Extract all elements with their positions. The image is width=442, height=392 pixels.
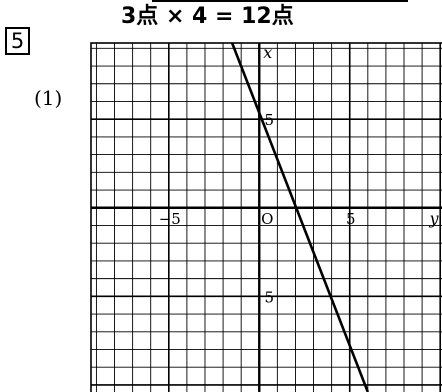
series-group [230, 42, 370, 392]
grid-minor-lines [91, 43, 442, 392]
tick-label-horizontal: 5 [346, 210, 356, 228]
part-label: (1) [34, 86, 63, 110]
graph-border [90, 42, 442, 392]
tick-label-vertical: 5 [264, 288, 274, 306]
origin-label: O [261, 210, 273, 228]
grid-major-lines [91, 43, 442, 392]
score-rule [152, 0, 408, 2]
tick-label-vertical: 5 [264, 111, 274, 129]
score-heading: 3点 × 4 = 12点 [121, 4, 294, 29]
axis-labels: x y O −5 5 5 5 [159, 43, 440, 306]
vertical-axis-letter: x [263, 43, 272, 62]
question-number-box: 5 [5, 27, 30, 55]
series-line [230, 42, 370, 392]
axes [90, 42, 442, 392]
tick-label-horizontal: −5 [159, 210, 181, 228]
horizontal-axis-letter: y [428, 209, 439, 228]
